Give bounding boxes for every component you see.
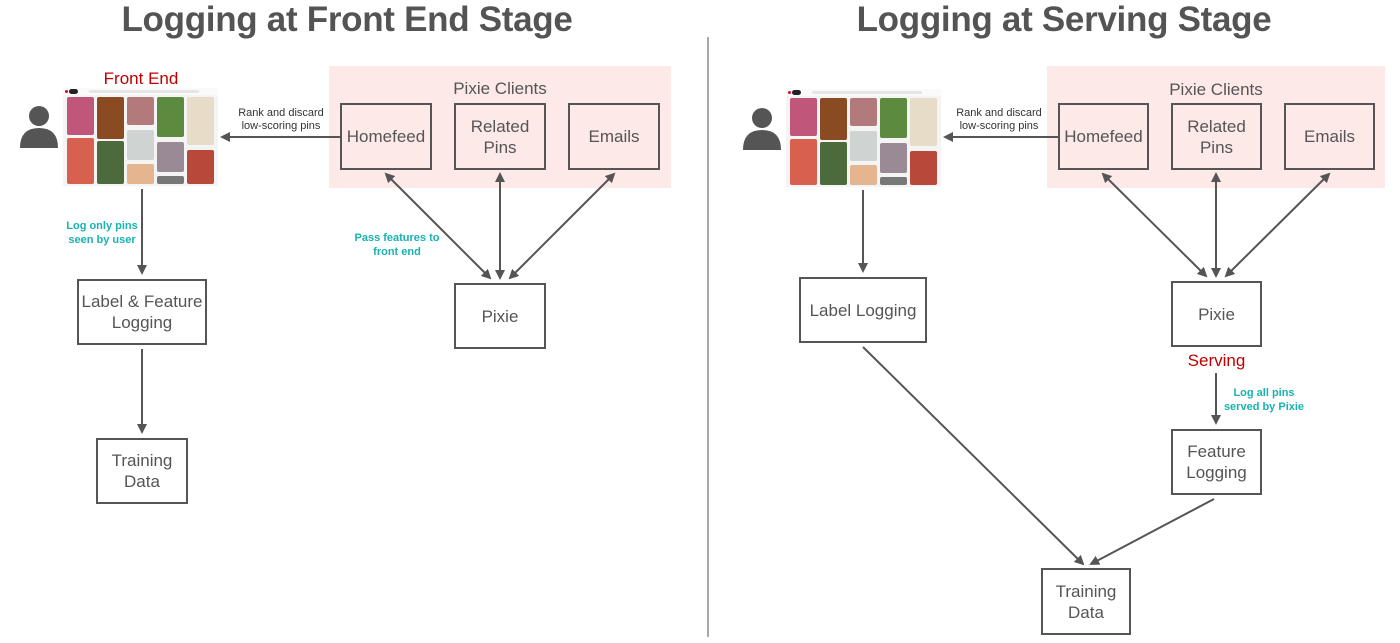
right-emails-pixie-arrow: [1224, 172, 1331, 278]
left-title: Logging at Front End Stage: [121, 0, 573, 39]
left-training-data-box: Training Data: [96, 438, 188, 504]
left-homefeed-pixie-arrow: [384, 172, 492, 280]
left-pixie-clients-label: Pixie Clients: [453, 79, 547, 98]
right-feature-logging-to-training-arrow: [1089, 498, 1215, 565]
left-related-pins-box: Related Pins: [454, 103, 546, 170]
right-emails-box: Emails: [1284, 103, 1375, 170]
right-training-data-box: Training Data: [1041, 568, 1131, 635]
right-label-logging-box: Label Logging: [799, 277, 927, 343]
front-end-label: Front End: [103, 69, 179, 88]
right-pixie-clients-group: [1047, 66, 1385, 188]
left-user-icon: [20, 106, 58, 148]
right-related-pins-box: Related Pins: [1171, 103, 1262, 170]
right-title: Logging at Serving Stage: [856, 0, 1272, 39]
right-rank-discard-label: Rank and discard low-scoring pins: [956, 107, 1042, 132]
panel-divider: [707, 37, 709, 637]
left-emails-pixie-arrow: [508, 172, 616, 280]
left-label-feature-logging-box: Label & Feature Logging: [77, 279, 207, 345]
right-pixie-clients-label: Pixie Clients: [1169, 80, 1263, 99]
right-pixie-box: Pixie: [1171, 281, 1262, 347]
log-only-seen-label: Log only pins seen by user: [66, 220, 138, 246]
right-user-icon: [743, 108, 781, 150]
left-emails-box: Emails: [568, 103, 660, 170]
left-rank-discard-label: Rank and discard low-scoring pins: [238, 107, 324, 132]
right-homefeed-box: Homefeed: [1058, 103, 1149, 170]
left-homefeed-box: Homefeed: [340, 103, 432, 170]
right-homefeed-pixie-arrow: [1101, 172, 1208, 278]
serving-label: Serving: [1187, 351, 1246, 370]
left-pin-feed-screenshot: [63, 88, 218, 186]
left-pixie-box: Pixie: [454, 283, 546, 349]
right-feature-logging-box: Feature Logging: [1171, 429, 1262, 495]
right-label-logging-to-training-arrow: [862, 346, 1085, 566]
log-all-served-label: Log all pins served by Pixie: [1223, 387, 1305, 413]
left-pixie-clients-group: [329, 66, 671, 188]
right-pin-feed-screenshot: [786, 89, 941, 187]
